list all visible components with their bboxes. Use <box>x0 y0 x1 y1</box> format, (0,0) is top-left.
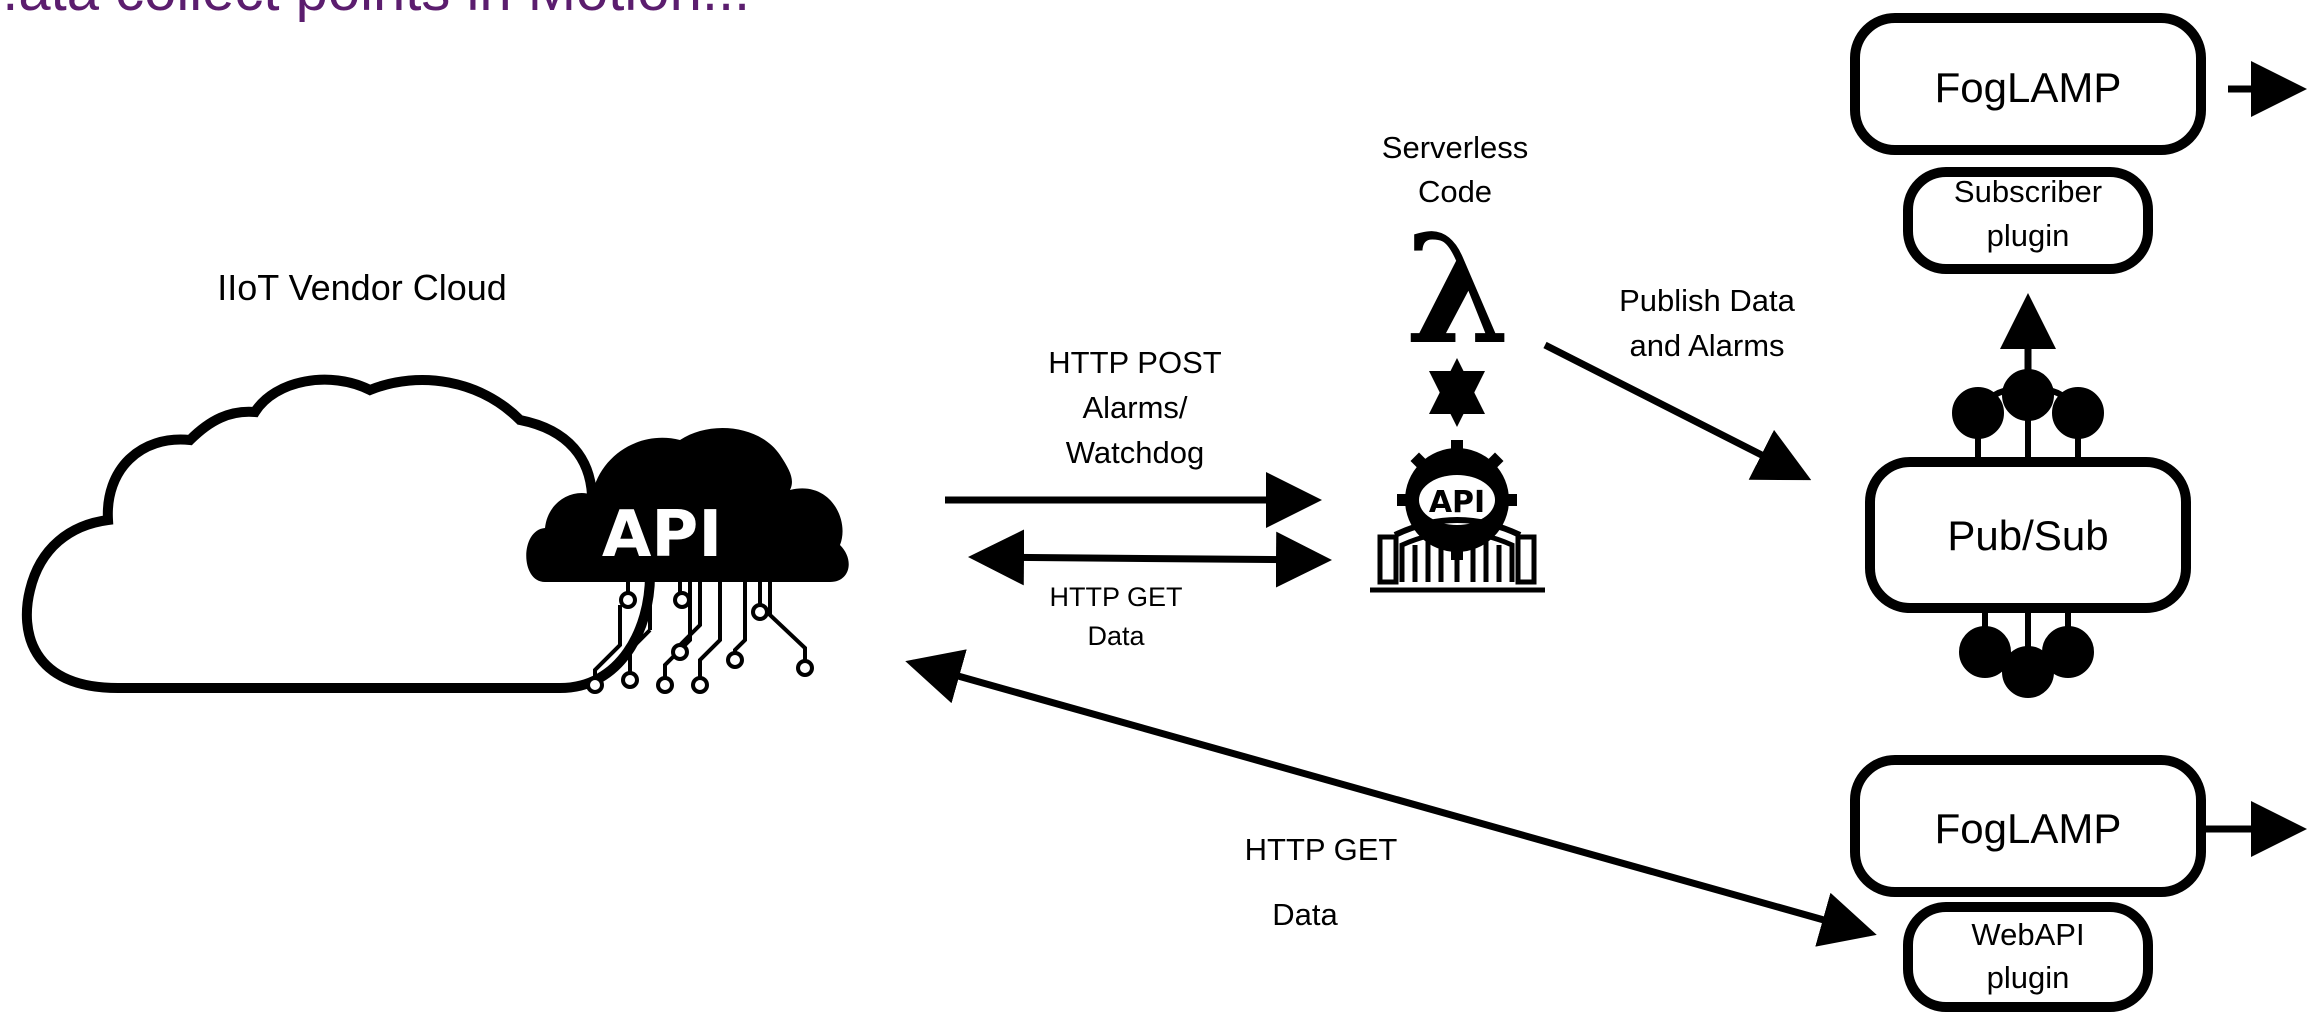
http-get-top-link: HTTP GET Data <box>968 529 1332 651</box>
serverless-label-line1: Serverless <box>1382 130 1528 165</box>
subscriber-plugin-line2: plugin <box>1987 218 2070 253</box>
publish-arrow <box>1543 341 1812 481</box>
page-title: ...ata collect points in Motion... <box>0 0 750 23</box>
get-bottom-label-line1: HTTP GET <box>1245 832 1398 867</box>
api-gateway-icon: API <box>1370 440 1545 593</box>
webapi-plugin-box <box>1903 902 2153 1012</box>
get-top-label-line1: HTTP GET <box>1049 582 1182 612</box>
serverless-label-line2: Code <box>1418 174 1492 209</box>
foglamp-top-node: Subscriber plugin FogLAMP <box>1850 13 2307 274</box>
serverless-code: Serverless Code λ <box>1382 130 1528 427</box>
foglamp-bottom-label: FogLAMP <box>1935 805 2122 852</box>
publish-link: Publish Data and Alarms <box>1543 283 1812 481</box>
post-label-line2: Alarms/ <box>1082 390 1187 425</box>
webapi-plugin-line1: WebAPI <box>1971 917 2084 952</box>
api-cloud-icon: API <box>526 428 849 694</box>
api-badge-text: API <box>602 498 722 572</box>
lambda-icon: λ <box>1405 202 1510 378</box>
publish-label-line2: and Alarms <box>1629 328 1784 363</box>
http-post-link: HTTP POST Alarms/ Watchdog <box>945 345 1322 528</box>
foglamp-bottom-box <box>1850 755 2206 897</box>
gateway-badge-text: API <box>1429 485 1485 520</box>
subscriber-plugin-box <box>1903 167 2153 274</box>
foglamp-top-box <box>1850 13 2206 155</box>
foglamp-top-label: FogLAMP <box>1935 64 2122 111</box>
http-get-bottom-link: HTTP GET Data <box>905 649 1877 947</box>
subscriber-plugin-line1: Subscriber <box>1954 174 2102 209</box>
post-label-line3: Watchdog <box>1066 435 1204 470</box>
publish-label-line1: Publish Data <box>1619 283 1796 318</box>
post-label-line1: HTTP POST <box>1048 345 1221 380</box>
page-title-text: ...ata collect points in Motion... <box>0 0 750 23</box>
pubsub-label: Pub/Sub <box>1947 512 2108 559</box>
pubsub-node: Pub/Sub <box>1865 369 2191 698</box>
foglamp-bottom-node: WebAPI plugin FogLAMP <box>1850 755 2307 1012</box>
pubsub-top-connectors <box>1952 369 2104 465</box>
pubsub-bottom-connectors <box>1959 608 2094 698</box>
get-bottom-label-line2: Data <box>1272 897 1338 932</box>
vendor-cloud: IIoT Vendor Cloud <box>21 267 656 693</box>
get-bottom-arrow <box>905 649 1877 947</box>
get-top-arrow <box>968 529 1332 588</box>
get-top-label-line2: Data <box>1087 621 1145 651</box>
cloud-label: IIoT Vendor Cloud <box>217 267 507 308</box>
webapi-plugin-line2: plugin <box>1987 960 2070 995</box>
